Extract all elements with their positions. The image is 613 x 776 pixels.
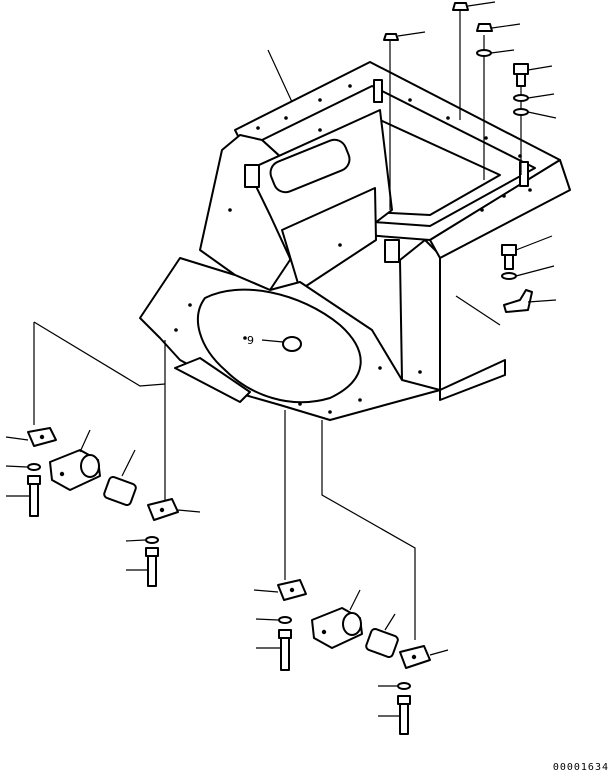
plug-callout-label: 9 — [247, 334, 254, 347]
bracket-icon — [503, 289, 557, 313]
right-mount-assembly — [253, 410, 449, 735]
bolt-icon — [383, 31, 426, 41]
bolt-icon — [513, 63, 553, 87]
washer-icon — [5, 463, 41, 471]
washer-icon — [513, 108, 557, 119]
bolt-icon — [452, 1, 496, 11]
left-mount-assembly — [5, 321, 201, 587]
mount-cap-icon — [253, 579, 307, 601]
drawing-code: 00001634 — [552, 762, 609, 773]
mount-cap-icon — [5, 427, 57, 447]
bolt-icon — [476, 23, 521, 32]
mount-cap-icon — [399, 645, 449, 669]
mount-bracket-icon — [49, 429, 101, 491]
washer-icon — [125, 536, 159, 544]
rubber-cushion-icon — [103, 449, 137, 506]
floor-frame: 9 — [139, 10, 571, 421]
washer-icon — [378, 682, 411, 690]
washer-icon — [476, 49, 515, 57]
bolt-icon — [6, 475, 41, 517]
washer-icon — [513, 93, 555, 102]
top-bolts — [383, 1, 557, 119]
right-side-fasteners — [501, 235, 557, 313]
floor-plug: 9 — [247, 334, 302, 352]
washer-icon — [501, 265, 555, 280]
bolt-icon — [501, 235, 553, 270]
washer-icon — [255, 616, 292, 624]
bolt-icon — [126, 547, 159, 587]
bolt-icon — [256, 629, 292, 671]
mount-cap-icon — [147, 498, 201, 521]
mount-bracket-icon — [311, 589, 363, 649]
rubber-cushion-icon — [365, 613, 399, 658]
bolt-icon — [378, 695, 411, 735]
